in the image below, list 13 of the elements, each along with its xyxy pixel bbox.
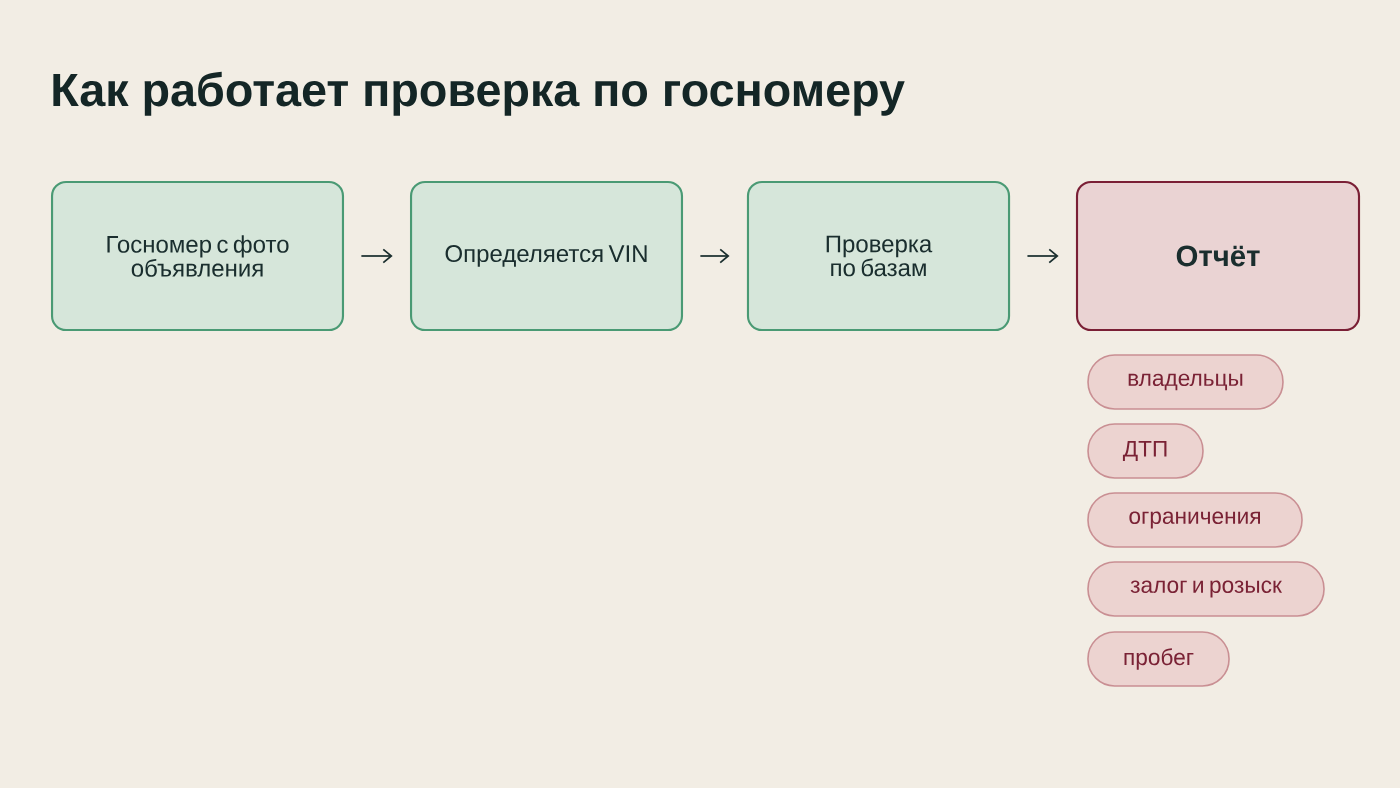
arrow xyxy=(360,248,393,264)
process-box: Проверка по базам xyxy=(746,180,1011,332)
process-box: Госномер с фото объявления xyxy=(50,180,345,332)
tag-pill: владельцы xyxy=(1087,354,1284,410)
result-box: Отчёт xyxy=(1075,180,1361,332)
tag-pill: пробег xyxy=(1087,631,1230,687)
tag-pill: ограничения xyxy=(1087,492,1303,548)
arrow xyxy=(1026,248,1059,264)
tag-pill: ДТП xyxy=(1087,423,1204,479)
process-box: Определяется VIN xyxy=(409,180,684,332)
tag-pill: залог и розыск xyxy=(1087,561,1325,617)
title: Как работает проверка по госномеру xyxy=(53,71,905,116)
arrow xyxy=(699,248,730,264)
